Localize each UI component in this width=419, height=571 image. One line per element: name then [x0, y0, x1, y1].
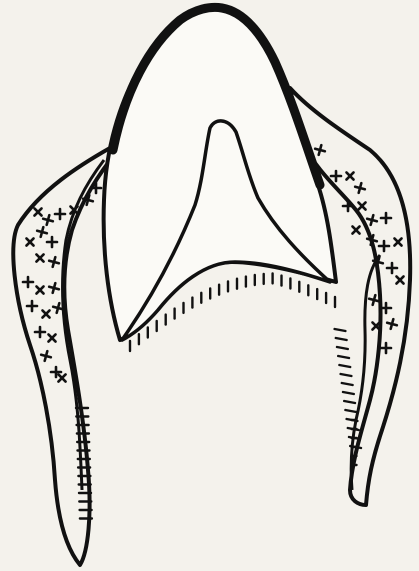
diagram-stage — [0, 0, 419, 571]
tooth-cross-section-diagram — [0, 0, 419, 571]
